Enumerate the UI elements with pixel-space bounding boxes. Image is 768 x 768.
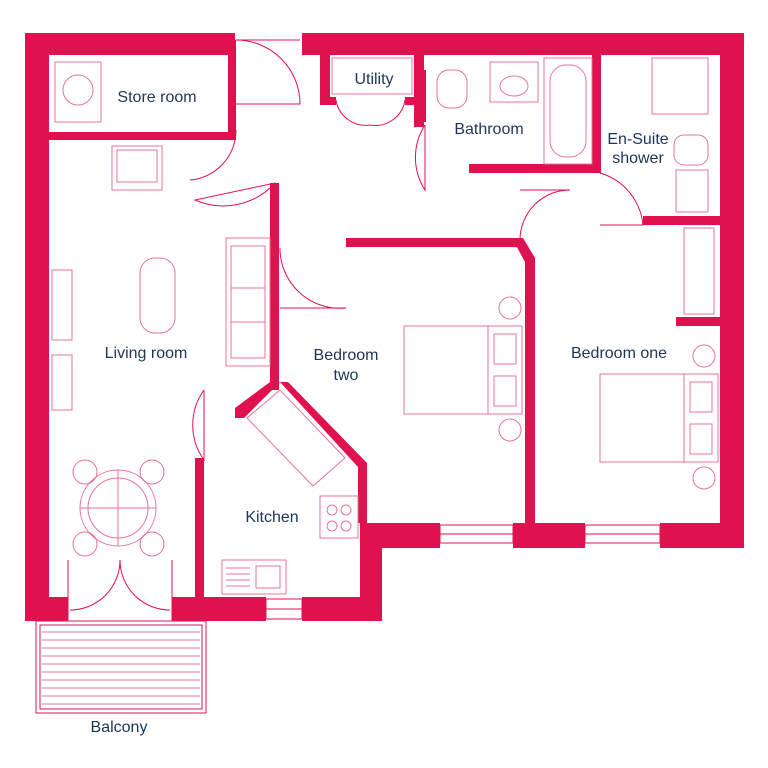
ensuite-door [599, 172, 644, 226]
room-labels: Store room Utility Bathroom En-Suite sho… [91, 71, 669, 736]
bedroom-one-label: Bedroom one [571, 345, 667, 362]
ensuite-label-line1: En-Suite [607, 131, 668, 148]
bathroom-door [415, 124, 426, 192]
ensuite-label-line2: shower [612, 150, 664, 167]
bedroom-two-label-line1: Bedroom [314, 347, 379, 364]
entrance-door [235, 39, 301, 105]
doors [189, 39, 644, 462]
kitchen-label: Kitchen [245, 509, 298, 526]
living-room-door [193, 182, 276, 207]
balcony [35, 559, 207, 714]
utility-door-left [335, 99, 371, 126]
store-room-label: Store room [117, 89, 196, 106]
outer-walls [25, 33, 744, 621]
bedroom-two-label-line2: two [334, 367, 359, 384]
utility-door-right [369, 99, 406, 126]
windows [67, 524, 661, 621]
kitchen-door [192, 389, 205, 462]
furniture [51, 57, 719, 595]
utility-label: Utility [354, 71, 393, 88]
bathroom-label: Bathroom [454, 121, 523, 138]
store-room-door [189, 129, 237, 181]
balcony-label: Balcony [91, 719, 148, 736]
bedroom-two-door [279, 247, 347, 309]
living-room-label: Living room [105, 345, 188, 362]
bedroom-one-door [519, 189, 571, 241]
